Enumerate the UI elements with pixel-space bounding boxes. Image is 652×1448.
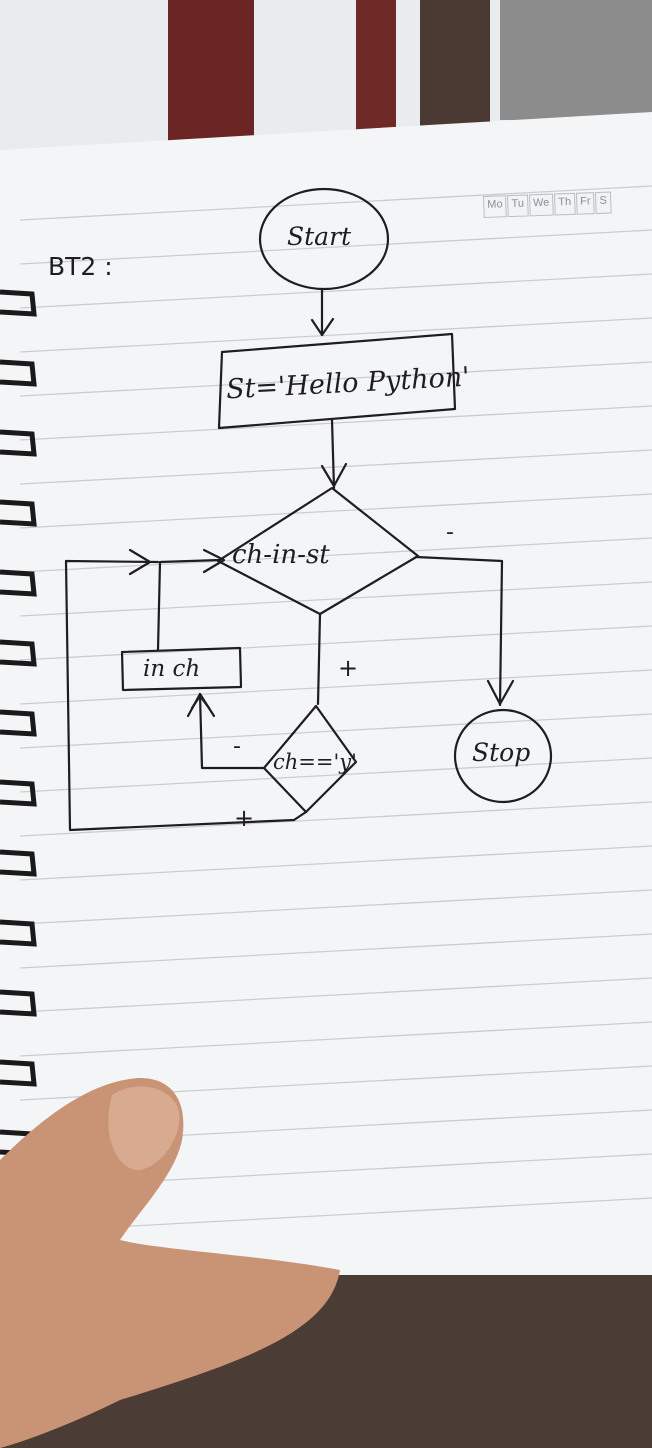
arrow-loop-false-to-stop (414, 555, 504, 707)
ruled-line (19, 493, 652, 529)
arrow-init-to-loop (330, 418, 336, 490)
ruled-line (19, 669, 652, 705)
ruled-line (19, 361, 652, 397)
spiral-ring (0, 779, 37, 807)
arrowhead (190, 694, 211, 710)
ruled-line (19, 757, 652, 793)
spiral-ring (0, 429, 37, 457)
spiral-ring (0, 1059, 37, 1087)
loop-false-label: - (446, 520, 454, 545)
ruled-line (19, 625, 652, 661)
exercise-label: BT2 : (48, 252, 113, 281)
print-label: in ch (143, 656, 201, 682)
spiral-ring (0, 499, 37, 527)
day-cell: S (595, 191, 612, 215)
spiral-ring (0, 639, 37, 667)
door-frame (168, 0, 254, 150)
ruled-line (19, 317, 652, 353)
spiral-ring (0, 709, 37, 737)
spiral-ring (0, 569, 37, 597)
check-false-label: - (233, 734, 241, 759)
start-terminal (258, 187, 390, 291)
day-cell: Mo (483, 195, 508, 218)
ruled-line (19, 581, 652, 617)
day-cell: We (528, 193, 554, 217)
arrowhead (486, 679, 515, 706)
door-frame (356, 0, 396, 140)
ruled-line (19, 713, 652, 749)
thumb (0, 1078, 340, 1448)
spiral-ring (0, 919, 37, 947)
day-cell: Tu (507, 194, 529, 218)
ruled-line (19, 405, 652, 441)
stop-label: Stop (472, 738, 531, 767)
check-true-label: + (234, 804, 255, 832)
stop-terminal (453, 708, 553, 804)
start-label: Start (287, 222, 352, 251)
flowchart (64, 187, 553, 832)
ruled-line (19, 537, 652, 573)
print-box (120, 646, 243, 692)
arrowhead (320, 462, 348, 488)
loop-condition-label: ch-in-st (232, 540, 330, 570)
ruled-line (19, 933, 652, 969)
ruled-line (19, 845, 652, 881)
spiral-ring (0, 359, 37, 387)
loop-true-label: + (338, 654, 359, 682)
ruled-line (19, 1021, 652, 1057)
arrow-check-false-to-print (198, 692, 266, 770)
arrow-check-true-to-loop (64, 559, 308, 832)
thumbnail (108, 1086, 180, 1171)
cabinet (420, 0, 490, 130)
arrowhead (310, 317, 335, 337)
window (500, 0, 652, 120)
spiral-ring (0, 289, 37, 317)
date-strip: Mo Tu We Th Fr S (483, 191, 612, 218)
day-cell: Fr (575, 192, 595, 215)
day-cell: Th (553, 192, 576, 216)
ruled-line (19, 977, 652, 1013)
ruled-line (19, 185, 652, 221)
ruled-line (19, 889, 652, 925)
spiral-ring (0, 849, 37, 877)
paper-sheet (0, 112, 652, 1275)
arrow-loop-true-to-check (316, 612, 322, 706)
ruled-line (19, 273, 652, 309)
ruled-line (19, 229, 652, 265)
arrowhead (202, 548, 226, 574)
arrowhead (128, 548, 152, 576)
arrow-print-to-loop (156, 558, 222, 652)
init-process-box (217, 332, 457, 430)
check-label: ch=='y' (273, 750, 357, 774)
ruled-line (19, 449, 652, 485)
ruled-line (19, 801, 652, 837)
spiral-ring (0, 989, 37, 1017)
